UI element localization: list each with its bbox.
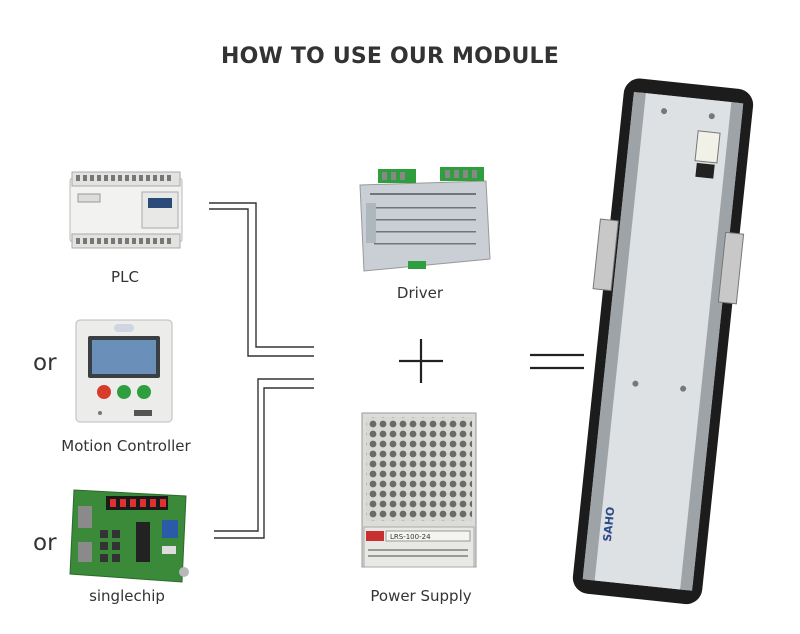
driver-label: Driver: [396, 284, 444, 302]
power-supply-label: Power Supply: [370, 587, 472, 605]
power-supply-image: LRS-100-24: [358, 409, 480, 571]
plc-label: PLC: [111, 268, 139, 286]
power-supply-icon: LRS-100-24: [361, 412, 477, 568]
linear-module-image: SAHO: [548, 76, 772, 606]
plc-image: [68, 170, 184, 250]
wire-singlechip-2: [214, 387, 314, 539]
wire-singlechip-1: [214, 378, 314, 532]
stepper-driver-icon: [359, 167, 491, 272]
motion-controller-label: Motion Controller: [61, 437, 191, 455]
driver-image: [356, 163, 494, 273]
singlechip-image: [66, 486, 196, 586]
linear-module-icon: SAHO: [572, 78, 754, 605]
or-label-1: or: [33, 350, 57, 376]
singlechip-label: singlechip: [89, 587, 165, 605]
module-brand: SAHO: [601, 506, 618, 542]
wire-plc-2: [209, 208, 314, 357]
motion-controller-icon: [75, 319, 173, 423]
motion-controller-image: [74, 318, 174, 424]
singlechip-board-icon: [69, 489, 189, 583]
plus-icon: [399, 339, 443, 383]
plc-icon: [69, 171, 183, 249]
wire-plc-1: [209, 202, 314, 348]
or-label-2: or: [33, 530, 57, 556]
power-supply-model: LRS-100-24: [390, 533, 431, 541]
equals-icon: [530, 353, 584, 370]
page-title: HOW TO USE OUR MODULE: [221, 44, 559, 69]
